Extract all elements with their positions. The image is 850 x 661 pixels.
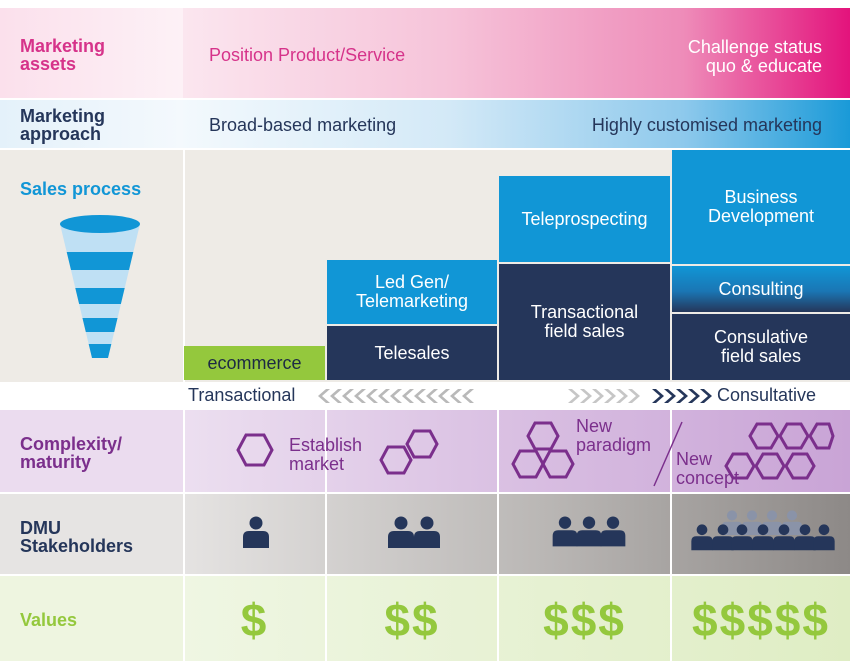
lead-gen-box: Led Gen/Telemarketing bbox=[327, 260, 497, 324]
person-icon bbox=[813, 524, 835, 551]
values-label-bg bbox=[0, 576, 183, 661]
person-icon bbox=[731, 524, 753, 551]
value-col-2: $$ bbox=[327, 590, 497, 650]
teleprospecting-box: Teleprospecting bbox=[499, 176, 670, 262]
stakeholder-icon-1 bbox=[243, 516, 269, 548]
spectrum-chevrons bbox=[318, 389, 712, 403]
values-label: Values bbox=[20, 610, 78, 630]
person-icon bbox=[794, 524, 816, 551]
ecommerce-box: ecommerce bbox=[184, 346, 325, 380]
dmu-label: DMU Stakeholders bbox=[20, 518, 134, 556]
person-icon bbox=[712, 524, 734, 551]
stakeholder-icon-2 bbox=[388, 516, 440, 548]
person-icon bbox=[243, 516, 269, 548]
marketing-assets-label-bg bbox=[0, 8, 183, 98]
person-icon bbox=[552, 516, 578, 547]
challenge-status-text: Challenge status quo & educate bbox=[687, 37, 822, 76]
new-paradigm-text: New paradigm bbox=[576, 416, 652, 455]
transactional-label: Transactional bbox=[188, 385, 296, 405]
dmu-label-bg bbox=[0, 494, 183, 574]
person-icon bbox=[388, 516, 414, 548]
funnel-icon bbox=[60, 215, 140, 358]
stakeholder-icon-10 bbox=[691, 510, 835, 551]
complexity-label: Complexity/ maturity bbox=[20, 434, 123, 472]
person-icon bbox=[773, 524, 795, 551]
marketing-approach-band bbox=[183, 100, 850, 148]
broad-based-text: Broad-based marketing bbox=[209, 115, 397, 135]
establish-market-text: Establish market bbox=[289, 435, 363, 474]
divider-slash bbox=[653, 421, 683, 487]
dollar-signs-4: $$$$$ bbox=[692, 594, 830, 646]
marketing-assets-band bbox=[183, 8, 850, 98]
hexagon-pair-icon bbox=[379, 429, 439, 475]
dollar-signs-2: $$ bbox=[384, 594, 440, 646]
dollar-signs-3: $$$ bbox=[543, 594, 626, 646]
sales-process-label: Sales process bbox=[20, 179, 142, 199]
new-concept-text: New concept bbox=[676, 449, 740, 488]
complexity-label-bg bbox=[0, 410, 183, 492]
value-col-4: $$$$$ bbox=[672, 590, 850, 650]
highly-customised-text: Highly customised marketing bbox=[591, 115, 822, 135]
marketing-approach-label: Marketing approach bbox=[20, 106, 106, 144]
values-band bbox=[183, 576, 850, 661]
person-icon bbox=[691, 524, 713, 551]
telesales-box: Telesales bbox=[327, 326, 497, 380]
person-icon bbox=[414, 516, 440, 548]
dollar-signs-1: $ bbox=[240, 594, 269, 646]
hexagon-cluster-icon bbox=[511, 421, 575, 479]
marketing-assets-label: Marketing assets bbox=[20, 36, 106, 74]
value-col-3: $$$ bbox=[499, 590, 670, 650]
hexagon-single-icon bbox=[236, 433, 274, 467]
consulting-box: Consulting bbox=[672, 266, 850, 312]
marketing-approach-label-bg bbox=[0, 100, 183, 148]
position-product-text: Position Product/Service bbox=[209, 45, 406, 65]
consultative-label: Consultative bbox=[717, 385, 817, 405]
stakeholder-icon-3 bbox=[552, 516, 626, 547]
person-icon bbox=[600, 516, 626, 547]
hexagon-network-icon bbox=[724, 422, 835, 480]
person-icon bbox=[752, 524, 774, 551]
person-icon bbox=[576, 516, 602, 547]
value-col-1: $ bbox=[184, 590, 325, 650]
